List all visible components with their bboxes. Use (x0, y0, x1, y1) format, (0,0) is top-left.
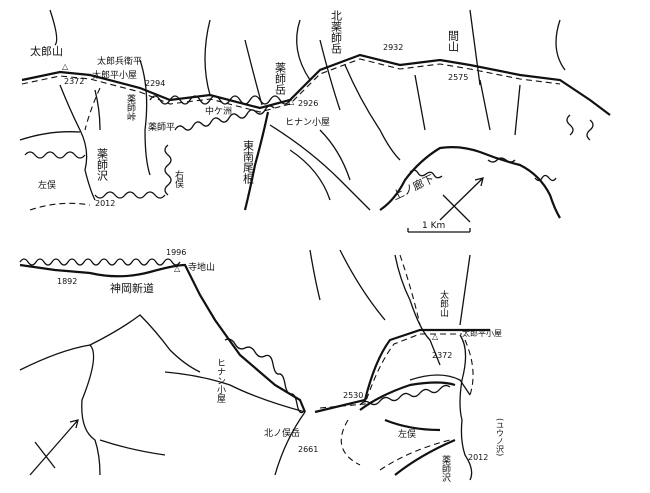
hut-label: 太郎兵衛平 (97, 55, 142, 67)
stream (164, 371, 306, 476)
stream (269, 124, 371, 211)
place-label: (ユウノ沢) (496, 418, 505, 456)
stream (459, 254, 471, 326)
peak-marker: △ (432, 332, 439, 341)
point-elevation: 2530 (343, 391, 363, 400)
peak-elevation: 2932 (383, 43, 403, 52)
east-ridge (243, 111, 270, 211)
stream (244, 39, 263, 106)
hut-label: 太郎平小屋 (462, 328, 502, 338)
wavy-ridge (19, 258, 181, 266)
kurobe-river-gorge (409, 157, 557, 182)
place-label: 中ケ洲 (205, 105, 232, 117)
wavy-river (94, 191, 166, 199)
peak-name: 薬師岳 (274, 62, 287, 95)
peak-elevation: 1996 (166, 248, 186, 257)
north-arrow (439, 177, 484, 223)
kurobe-river (379, 146, 561, 219)
place-label: 薬師沢 (96, 148, 109, 182)
stream (319, 39, 341, 111)
stream (204, 19, 211, 96)
peak-name: 北薬師岳 (330, 10, 343, 54)
wavy-ridge (149, 95, 291, 105)
ridge-trail (314, 328, 490, 414)
peak-name: 太郎山 (30, 44, 63, 58)
ridge-trail-double (21, 58, 561, 113)
stream (94, 89, 101, 131)
stream (309, 249, 386, 321)
peak-elevation: 2372 (64, 77, 84, 86)
point-elevation: 1892 (57, 277, 77, 286)
peak-elevation: 2661 (298, 445, 318, 454)
stream (49, 9, 58, 46)
stream (89, 314, 201, 373)
upper-map: 1 Km △ △ 太郎山 2372 薬師岳 2926 北薬師岳 2932 間山 … (19, 9, 611, 233)
point-elevation: 2294 (145, 79, 165, 88)
stream (394, 438, 456, 476)
hut-label: ヒナン小屋 (215, 358, 226, 404)
stream (409, 374, 471, 396)
ridge-trail (21, 53, 611, 116)
point-elevation: 2012 (95, 199, 115, 208)
place-label: 薬師峠 (125, 93, 136, 122)
stream (469, 9, 566, 86)
trail-dashed (29, 202, 91, 211)
wavy-river (359, 384, 451, 406)
ridge-trail-double (319, 333, 462, 409)
trail-dashed (464, 339, 474, 396)
north-arrow (29, 419, 79, 476)
hut-label: ヒナン小屋 (285, 117, 330, 128)
kamioka-trail (19, 263, 307, 413)
wavy-ridge (174, 105, 275, 131)
hut-label: 太郎平小屋 (92, 69, 137, 81)
peak-marker: △ (62, 62, 69, 71)
wavy-river (566, 114, 594, 141)
peak-name: 太郎山 (438, 289, 449, 317)
stream (99, 439, 166, 456)
peak-name: 寺地山 (188, 261, 215, 273)
stream (384, 418, 441, 432)
point-elevation: 2012 (468, 453, 488, 462)
wavy-river (24, 151, 86, 159)
peak-name: 北ノ俣岳 (264, 427, 300, 439)
stream (394, 254, 441, 366)
stream (139, 59, 151, 176)
stream (19, 344, 101, 476)
place-label: 上ノ廊下 (390, 171, 436, 202)
peak-marker: △ (174, 264, 181, 273)
scale-label: 1 Km (422, 221, 445, 231)
trail-dashed (340, 419, 361, 466)
stream (344, 64, 401, 161)
peak-elevation: 2926 (298, 99, 318, 108)
stream (19, 131, 81, 141)
trail-dashed (399, 254, 421, 326)
place-label: 左俣 (398, 428, 416, 440)
stream (414, 74, 521, 136)
stream (289, 129, 351, 201)
peak-name: 間山 (447, 30, 460, 52)
place-label: 東南尾根 (242, 140, 255, 185)
peak-elevation: 2372 (432, 351, 452, 360)
trail-dashed (84, 87, 101, 131)
place-label: 左俣 (38, 179, 56, 191)
scale-bar (407, 228, 471, 233)
wavy-river (164, 144, 172, 196)
stream (59, 84, 96, 201)
lower-map: △ △ 1996 寺地山 1892 神岡新道 ヒナン小屋 北ノ俣岳 2661 2… (19, 248, 505, 483)
place-label: 薬師沢 (440, 454, 451, 483)
place-label: 薬師平 (148, 121, 175, 133)
peak-elevation: 2575 (448, 73, 468, 82)
wavy-ridge (224, 338, 304, 414)
place-label: 右俣 (173, 169, 184, 189)
place-label: 神岡新道 (110, 281, 154, 295)
peak-marker: △ (288, 97, 295, 106)
stream (359, 381, 456, 411)
river (459, 334, 473, 481)
stream (296, 19, 311, 81)
